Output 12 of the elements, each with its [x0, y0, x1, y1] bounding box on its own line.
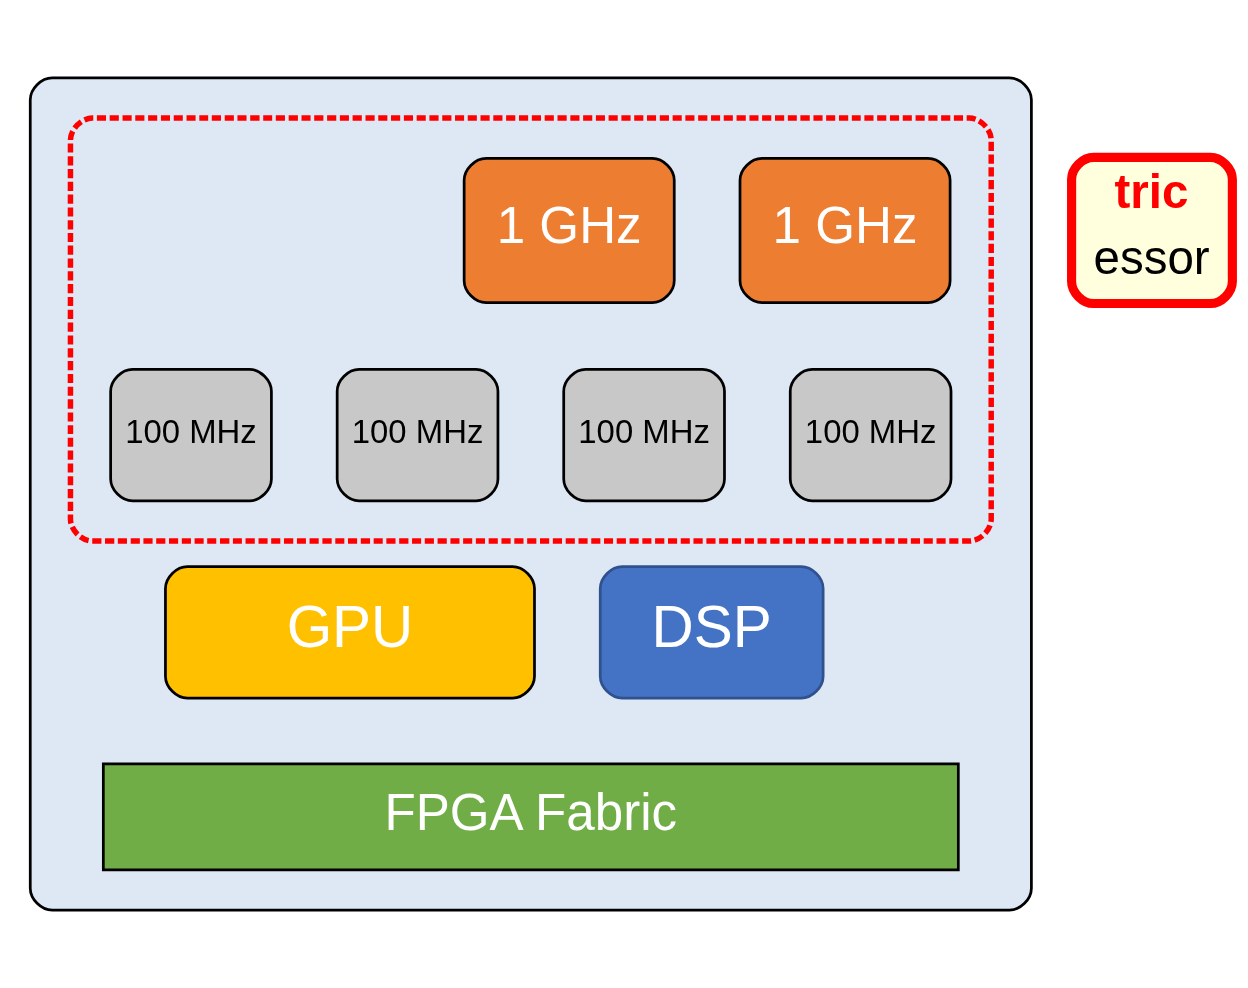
node-box: 100 MHz	[109, 367, 273, 503]
node-box: 100 MHz	[788, 367, 953, 503]
node-box: tric essor	[1067, 152, 1237, 309]
node-box: GPU	[164, 565, 536, 700]
node-box: 100 MHz	[562, 367, 726, 503]
node-box: 1 GHz	[738, 156, 952, 304]
cluster	[67, 115, 994, 544]
cluster	[28, 76, 1033, 912]
node-box: 100 MHz	[335, 367, 500, 503]
node-box: DSP	[598, 565, 825, 700]
node-box: FPGA Fabric	[101, 762, 960, 872]
node-box: 1 GHz	[462, 156, 676, 304]
